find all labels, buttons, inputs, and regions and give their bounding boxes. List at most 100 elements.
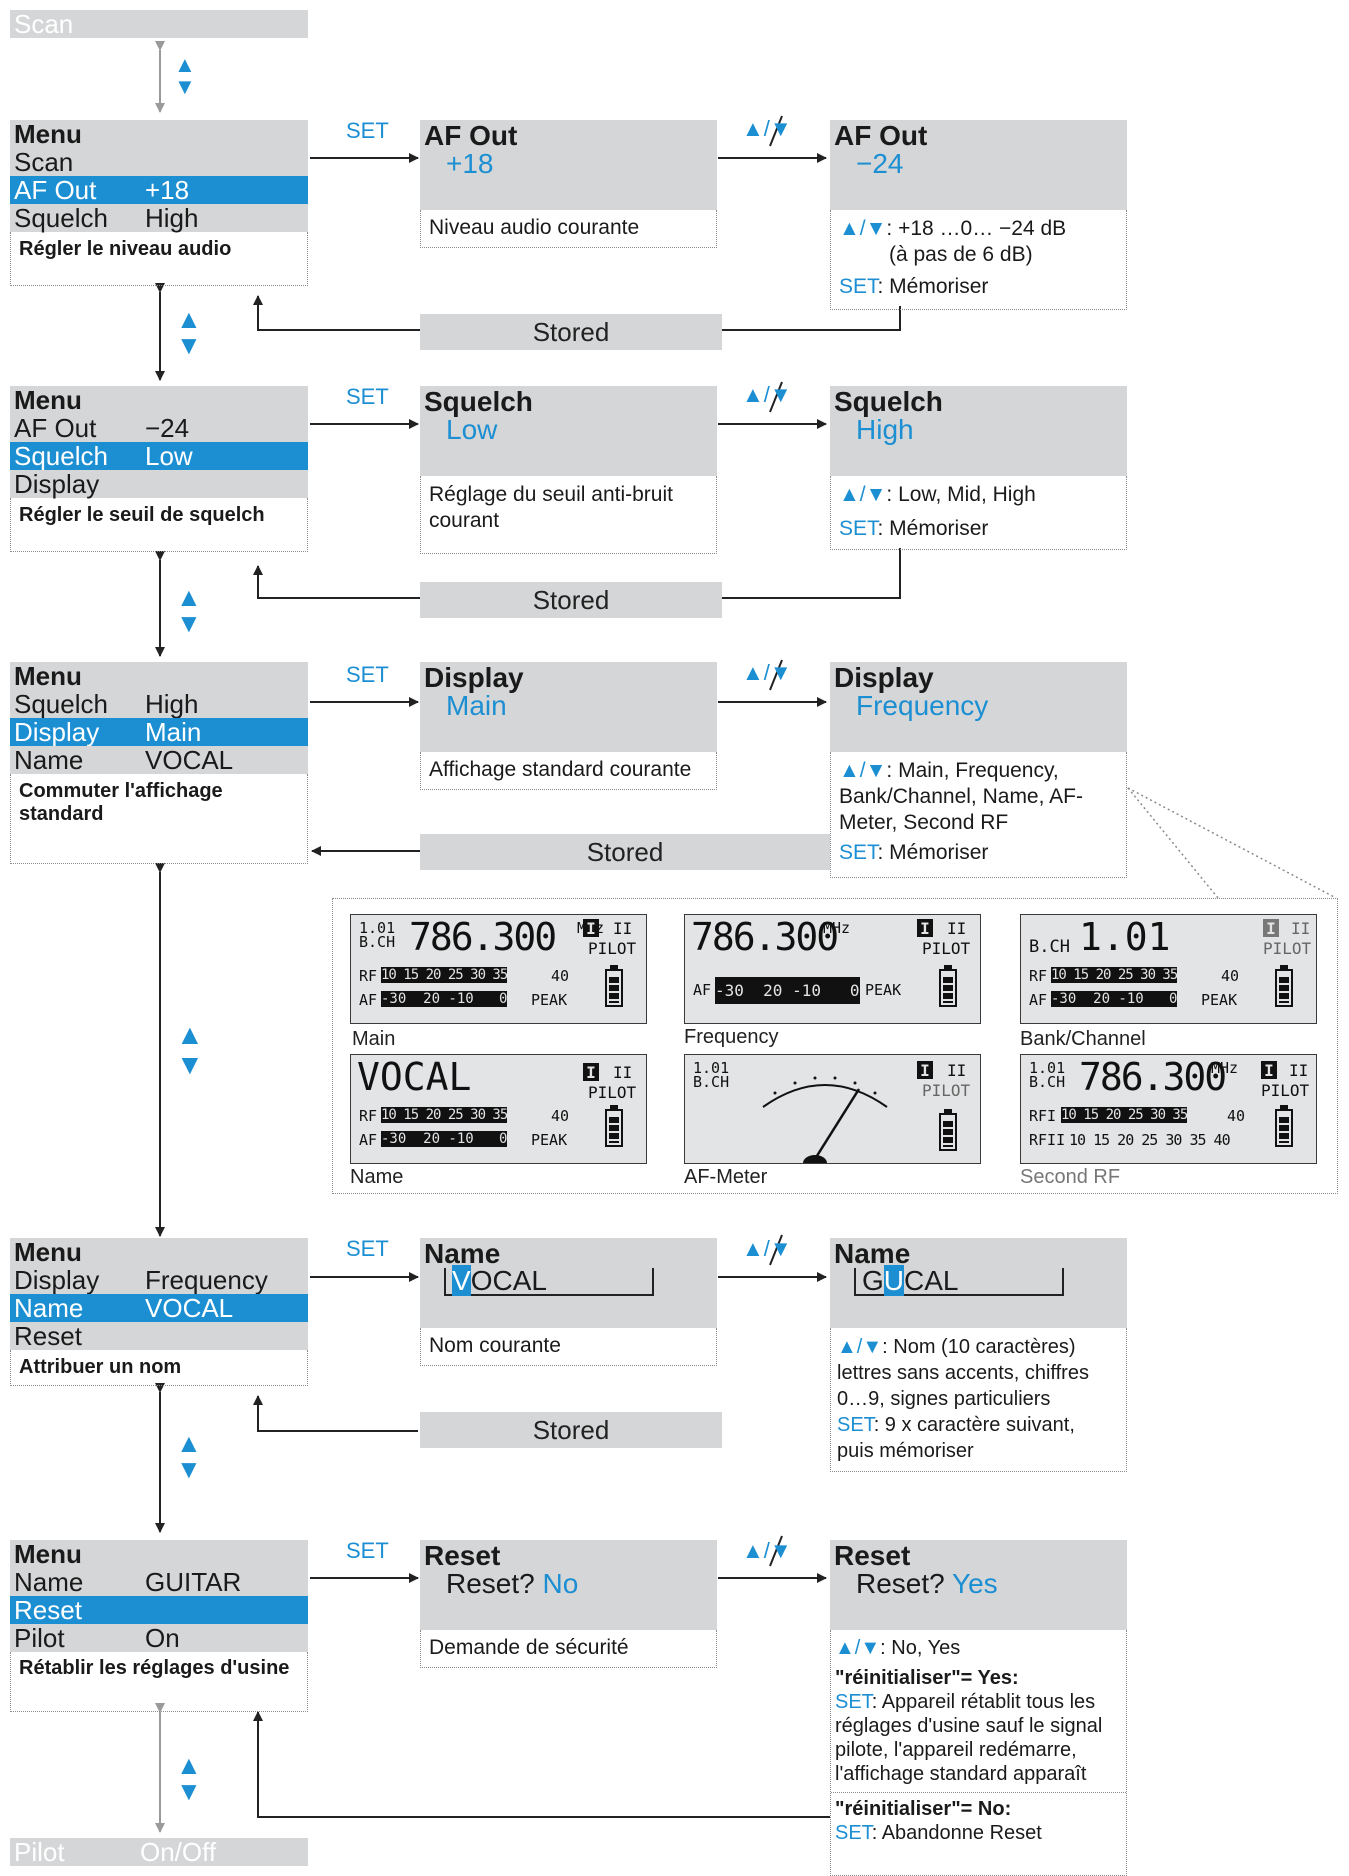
menu-row-label: Scan — [14, 147, 74, 177]
lcd-name-text: VOCAL — [357, 1055, 472, 1099]
lcd-ch-large: 1.01 — [1079, 915, 1171, 959]
lcd-caption-name: Name — [350, 1166, 404, 1188]
name-stored-bar: Stored — [420, 1412, 722, 1448]
lcd-ch: 1.01 — [1029, 1059, 1066, 1077]
menu-row-label: Squelch — [14, 689, 108, 719]
menu-title: Menu — [14, 119, 82, 149]
lcd-af-label: AF — [359, 991, 378, 1009]
battery-icon — [1275, 965, 1293, 1007]
menu-bottom-pilot-bar[interactable]: Pilot On/Off — [10, 1838, 308, 1866]
menu-top-scan-bar[interactable]: Scan — [10, 10, 308, 38]
battery-icon — [939, 965, 957, 1007]
reset-answer: Yes — [952, 1568, 998, 1599]
updown-arrows-icon: ▲/▼ — [742, 1236, 792, 1261]
lcd-peak: PEAK — [1201, 991, 1238, 1009]
reset-answer: No — [542, 1568, 579, 1599]
updown-label: ▲/▼ — [835, 1637, 881, 1659]
lcd-diversity-i: I — [917, 1061, 933, 1080]
menu-caption: Régler le seuil de squelch — [10, 498, 308, 552]
menu-row-display[interactable]: Display — [10, 470, 308, 498]
af-meter-gauge-icon — [762, 1076, 888, 1163]
panel-value: Low — [446, 414, 498, 445]
panel-title: Reset — [424, 1540, 501, 1571]
lcd-af-label: AF — [693, 981, 712, 999]
help-line: : 9 x caractère suivant, — [873, 1414, 1075, 1436]
menu-title: Menu — [14, 385, 82, 415]
lcd-pilot: PILOT — [922, 1081, 971, 1100]
menu-row-reset[interactable]: Reset — [10, 1322, 308, 1350]
name-cursor-char: U — [883, 1265, 905, 1296]
help-line: Meter, Second RF — [839, 811, 1009, 834]
menu-caption: Régler le niveau audio — [10, 232, 308, 286]
lcd-diversity-i: I — [917, 919, 933, 938]
lcd-diversity-ii: II — [1291, 919, 1311, 938]
menu-row-scan[interactable]: Scan — [10, 148, 308, 176]
bottom-pilot-label: Pilot — [14, 1837, 65, 1867]
lcd-af-scale: -30 20 -10 0 — [381, 1131, 508, 1147]
battery-icon — [605, 1105, 623, 1147]
lcd-bch: B.CH — [693, 1073, 730, 1091]
panel-value: Main — [446, 690, 507, 721]
menu-row-label: Name — [14, 1293, 84, 1323]
panel-value: −24 — [856, 148, 904, 179]
set-label: SET — [346, 1236, 389, 1261]
menu-row-value: +18 — [145, 175, 190, 205]
menu-row-af-out[interactable]: AF Out−24 — [10, 414, 308, 442]
lcd-rf-max: 40 — [551, 967, 570, 985]
lcd-af-label: AF — [359, 1131, 378, 1149]
lcd-caption-af-meter: AF-Meter — [684, 1166, 768, 1188]
menu-row-reset-selected[interactable]: Reset — [10, 1596, 308, 1624]
help-heading-no: "réinitialiser"= No: — [835, 1798, 1012, 1820]
lcd-rf-label: RF — [1029, 967, 1048, 985]
set-label: SET — [346, 118, 389, 143]
panel-title: Squelch — [424, 386, 533, 417]
lcd-peak: PEAK — [865, 981, 902, 999]
lcd-pilot: PILOT — [1261, 1081, 1310, 1100]
menu-row-label: Display — [14, 717, 100, 747]
menu-row-label: AF Out — [14, 413, 97, 443]
panel-title: AF Out — [834, 120, 928, 151]
lcd-af-scale: -30 20 -10 0 — [381, 991, 508, 1007]
lcd-af-label: AF — [1029, 991, 1048, 1009]
lcd-rf-label: RF — [359, 967, 378, 985]
help-line: : Nom (10 caractères) — [882, 1336, 1076, 1358]
lcd-rf-scale: 10 15 20 25 30 35 — [381, 1107, 508, 1123]
menu-row-value: GUITAR — [145, 1567, 242, 1597]
help-line: puis mémoriser — [837, 1440, 974, 1462]
menu-row-af-out-selected[interactable]: AF Out+18 — [10, 176, 308, 204]
panel-title: Name — [424, 1238, 501, 1269]
help-line: : Abandonne Reset — [871, 1822, 1042, 1844]
lcd-pilot: PILOT — [588, 939, 637, 958]
set-label: SET — [346, 384, 389, 409]
battery-icon — [605, 965, 623, 1007]
panel-description: Niveau audio courante — [420, 210, 717, 248]
menu-caption: Commuter l'affichage standard — [10, 774, 308, 864]
name-edit-field: GUCAL — [854, 1265, 1064, 1296]
help-line: Bank/Channel, Name, AF- — [839, 785, 1083, 808]
lcd-rf-scale: 10 15 20 25 30 35 — [1051, 967, 1178, 983]
updown-arrows-icon: ▲/▼ — [742, 382, 792, 407]
lcd-diversity-ii: II — [947, 1061, 967, 1080]
battery-icon — [1275, 1105, 1293, 1147]
menu-caption: Rétablir les réglages d'usine — [10, 1652, 308, 1712]
updown-arrows-icon: ▲/▼ — [742, 1538, 792, 1563]
lcd-freq: 786.300 — [409, 915, 557, 959]
lcd-peak: PEAK — [531, 1131, 568, 1149]
menu-row-label: Squelch — [14, 203, 108, 233]
help-line: : Appareil rétablit tous les réglages d'… — [835, 1691, 1103, 1785]
